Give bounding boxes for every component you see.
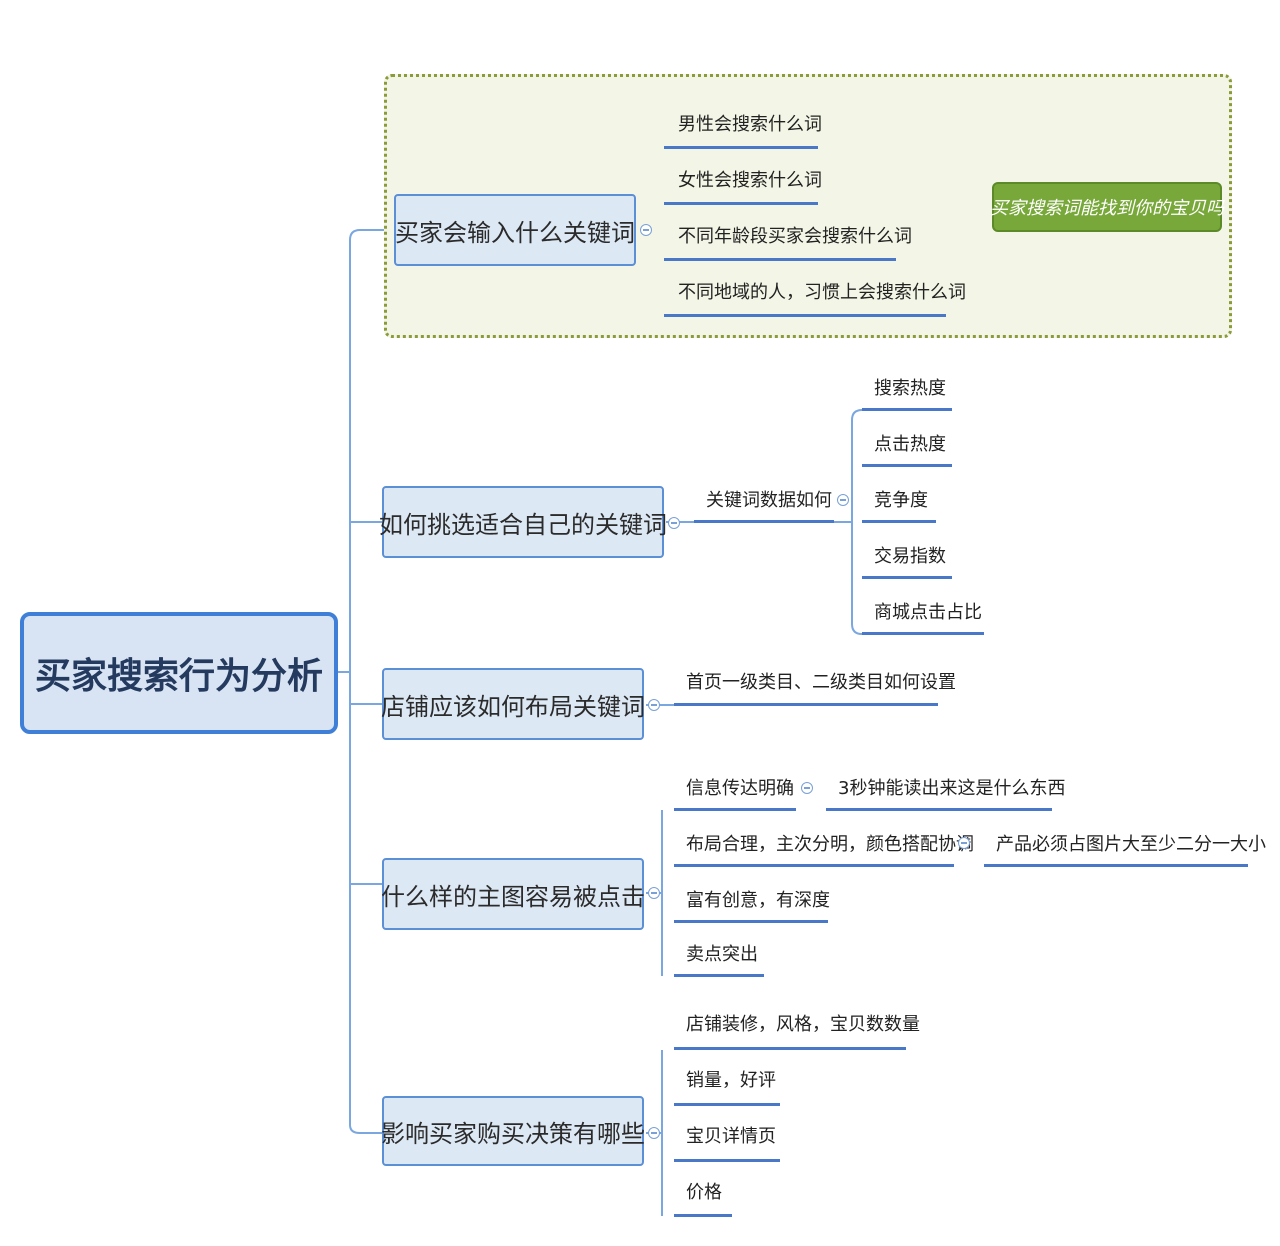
collapse-icon[interactable] — [668, 517, 680, 529]
sub-keyword-data[interactable]: 关键词数据如何 — [706, 490, 832, 511]
leaf-click-heat[interactable]: 点击热度 — [874, 434, 946, 455]
leaf-underline — [664, 146, 818, 149]
leaf-region-search[interactable]: 不同地域的人，习惯上会搜索什么词 — [678, 282, 966, 303]
leaf-search-heat[interactable]: 搜索热度 — [874, 378, 946, 399]
branch-keywords-input[interactable]: 买家会输入什么关键词 — [394, 194, 636, 266]
leaf-underline — [862, 408, 952, 411]
leaf-3s-read[interactable]: 3秒钟能读出来这是什么东西 — [838, 778, 1066, 799]
leaf-detail-page[interactable]: 宝贝详情页 — [686, 1126, 776, 1147]
leaf-underline — [674, 920, 828, 923]
summary-label[interactable]: 买家搜索词能找到你的宝贝吗 — [990, 182, 1224, 232]
leaf-underline — [862, 520, 936, 523]
leaf-underline — [694, 520, 834, 523]
leaf-price[interactable]: 价格 — [686, 1182, 722, 1203]
leaf-creative[interactable]: 富有创意，有深度 — [686, 890, 830, 911]
leaf-male-search[interactable]: 男性会搜索什么词 — [678, 114, 822, 135]
leaf-underline — [674, 703, 938, 706]
leaf-female-search[interactable]: 女性会搜索什么词 — [678, 170, 822, 191]
leaf-mall-click-ratio[interactable]: 商城点击占比 — [874, 602, 982, 623]
branch-store-layout[interactable]: 店铺应该如何布局关键词 — [381, 668, 645, 740]
collapse-icon[interactable] — [648, 1127, 660, 1139]
leaf-underline — [674, 974, 764, 977]
leaf-competition[interactable]: 竞争度 — [874, 490, 928, 511]
leaf-underline — [674, 1103, 780, 1106]
leaf-underline — [664, 202, 818, 205]
collapse-icon[interactable] — [648, 699, 660, 711]
branch-purchase-decision[interactable]: 影响买家购买决策有哪些 — [381, 1096, 645, 1166]
leaf-product-size[interactable]: 产品必须占图片大至少二分一大小 — [996, 834, 1266, 855]
leaf-underline — [862, 632, 984, 635]
leaf-underline — [826, 808, 1052, 811]
leaf-store-style[interactable]: 店铺装修，风格，宝贝数数量 — [686, 1014, 920, 1035]
collapse-icon[interactable] — [640, 224, 652, 236]
leaf-sales-reviews[interactable]: 销量，好评 — [686, 1070, 776, 1091]
leaf-trade-index[interactable]: 交易指数 — [874, 546, 946, 567]
leaf-underline — [674, 1159, 780, 1162]
branch-main-image[interactable]: 什么样的主图容易被点击 — [381, 858, 645, 930]
leaf-underline — [674, 1047, 906, 1050]
leaf-clear-info[interactable]: 信息传达明确 — [686, 778, 794, 799]
collapse-icon[interactable] — [648, 887, 660, 899]
leaf-selling-point[interactable]: 卖点突出 — [686, 944, 758, 965]
collapse-icon[interactable] — [958, 837, 970, 849]
leaf-underline — [674, 864, 954, 867]
leaf-underline — [674, 808, 796, 811]
collapse-icon[interactable] — [801, 782, 813, 794]
root-topic[interactable]: 买家搜索行为分析 — [20, 612, 338, 734]
leaf-underline — [674, 1214, 732, 1217]
leaf-underline — [664, 258, 896, 261]
leaf-layout-color[interactable]: 布局合理，主次分明，颜色搭配协调 — [686, 834, 974, 855]
collapse-icon[interactable] — [837, 494, 849, 506]
leaf-age-search[interactable]: 不同年龄段买家会搜索什么词 — [678, 226, 912, 247]
leaf-underline — [664, 314, 946, 317]
branch-choose-keywords[interactable]: 如何挑选适合自己的关键词 — [379, 486, 667, 558]
leaf-underline — [984, 864, 1248, 867]
leaf-underline — [862, 464, 952, 467]
leaf-category-setup[interactable]: 首页一级类目、二级类目如何设置 — [686, 672, 956, 693]
leaf-underline — [862, 576, 952, 579]
